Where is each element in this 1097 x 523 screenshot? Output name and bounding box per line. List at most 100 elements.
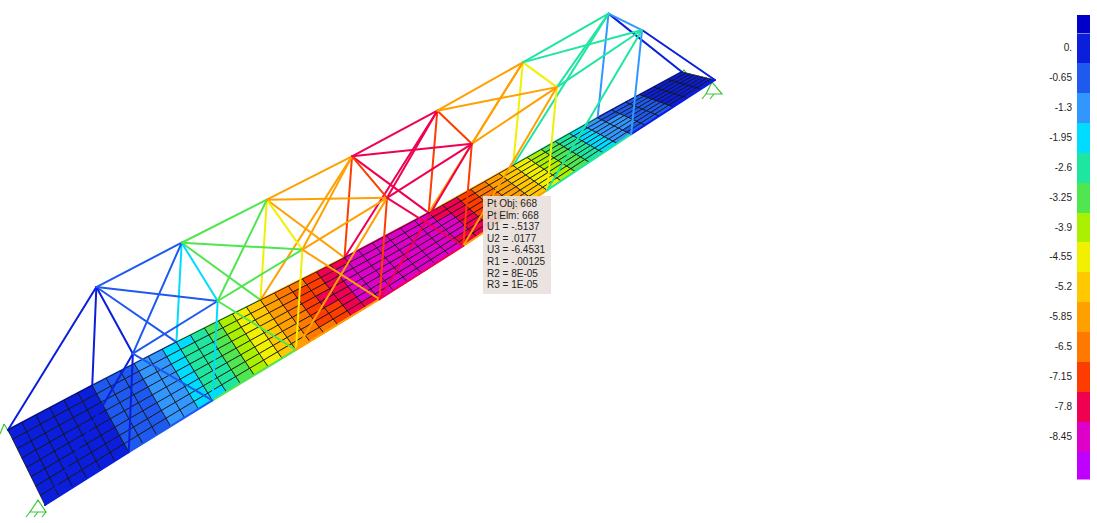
legend-swatch xyxy=(1077,123,1090,153)
far-truss xyxy=(8,14,682,430)
truss-member xyxy=(302,198,387,250)
near-truss xyxy=(45,30,715,505)
deck-cell xyxy=(613,132,631,143)
truss-member xyxy=(463,144,472,246)
deck-cell xyxy=(585,150,603,162)
legend-swatch xyxy=(1077,272,1090,302)
truss-member xyxy=(133,354,213,401)
legend-swatch xyxy=(1077,183,1090,213)
top-bracing xyxy=(96,14,642,354)
truss-member xyxy=(429,62,523,213)
truss-member xyxy=(352,156,429,213)
truss-member xyxy=(463,190,547,246)
truss-member xyxy=(212,350,296,400)
truss-member xyxy=(129,354,133,452)
truss-member xyxy=(129,400,213,452)
truss-member xyxy=(387,198,463,246)
truss-member xyxy=(547,30,642,190)
legend-swatch xyxy=(1077,153,1090,183)
truss-member xyxy=(429,111,438,213)
truss-member xyxy=(380,144,472,299)
truss-member xyxy=(547,134,631,190)
legend-value: -3.25 xyxy=(1049,192,1072,204)
truss-member xyxy=(557,14,609,87)
truss-member xyxy=(523,14,609,63)
truss-member xyxy=(45,354,133,505)
point-tooltip: Pt Obj: 668Pt Elm: 668U1 = -.5137U2 = .0… xyxy=(483,196,551,294)
truss-member xyxy=(523,62,557,87)
deck-cell xyxy=(655,105,673,116)
truss-member xyxy=(387,144,472,198)
truss-member xyxy=(182,200,267,243)
legend-value: -4.55 xyxy=(1049,251,1072,263)
result-value: U1 = -.5137 xyxy=(487,221,547,233)
truss-member xyxy=(352,156,387,198)
result-value: Pt Obj: 668 xyxy=(487,198,547,210)
truss-member xyxy=(92,287,96,385)
truss-member xyxy=(296,198,387,350)
legend-swatch xyxy=(1077,392,1090,422)
support-symbols xyxy=(0,70,722,517)
truss-member xyxy=(609,14,682,72)
truss-member xyxy=(631,80,715,134)
truss-member xyxy=(96,287,133,354)
truss-member xyxy=(182,243,303,250)
truss-member xyxy=(260,200,266,300)
truss-member xyxy=(267,200,303,250)
legend-swatch xyxy=(1077,362,1090,392)
deck-cell xyxy=(683,88,701,98)
legend-swatch xyxy=(1077,63,1090,93)
legend-swatch xyxy=(1077,302,1090,332)
deck-cell xyxy=(543,178,561,190)
legend-value: -3.9 xyxy=(1055,222,1072,234)
legend-swatch xyxy=(1077,422,1090,452)
legend-value: -2.6 xyxy=(1055,162,1072,174)
truss-member xyxy=(523,30,642,62)
truss-member xyxy=(212,301,217,400)
deck-cell xyxy=(571,159,589,171)
truss-member xyxy=(133,301,218,354)
deck-cell xyxy=(641,114,659,125)
legend-value: -1.95 xyxy=(1049,132,1072,144)
legend-top-block xyxy=(1077,15,1090,34)
truss-member xyxy=(380,198,388,299)
legend-bottom-block xyxy=(1077,452,1090,480)
truss-member xyxy=(642,30,715,80)
truss-member xyxy=(182,243,218,301)
deck-cell xyxy=(669,96,687,106)
deck-cell xyxy=(627,123,645,134)
truss-member xyxy=(437,111,472,144)
truss-member xyxy=(302,156,352,249)
truss-member xyxy=(472,87,557,144)
legend-value: -7.8 xyxy=(1055,401,1072,413)
result-value: R2 = 8E-05 xyxy=(487,268,547,280)
result-value: R1 = -.00125 xyxy=(487,256,547,268)
legend-value: -7.15 xyxy=(1049,371,1072,383)
legend-swatch xyxy=(1077,34,1090,64)
legend-value: 0. xyxy=(1064,42,1072,54)
result-value: R3 = 1E-05 xyxy=(487,279,547,291)
result-value: Pt Elm: 668 xyxy=(487,210,547,222)
truss-member xyxy=(96,243,181,287)
truss-member xyxy=(472,62,523,143)
truss-member xyxy=(45,452,129,505)
truss-member xyxy=(8,287,96,430)
legend-swatch xyxy=(1077,242,1090,272)
truss-member xyxy=(218,301,296,350)
truss-member xyxy=(609,14,643,30)
legend-swatch xyxy=(1077,213,1090,243)
truss-member xyxy=(296,250,302,350)
truss-member xyxy=(345,111,438,258)
truss-member xyxy=(182,243,261,300)
deck-cell xyxy=(599,141,617,153)
truss-member xyxy=(557,30,642,87)
deck-mesh xyxy=(8,72,715,505)
legend-value: -1.3 xyxy=(1055,102,1072,114)
truss-member xyxy=(133,243,182,354)
truss-member xyxy=(437,62,523,110)
legend-swatch xyxy=(1077,93,1090,123)
legend-value: -5.2 xyxy=(1055,281,1072,293)
result-value: U2 = .0177 xyxy=(487,233,547,245)
legend-value: -6.5 xyxy=(1055,341,1072,353)
truss-member xyxy=(380,246,464,299)
